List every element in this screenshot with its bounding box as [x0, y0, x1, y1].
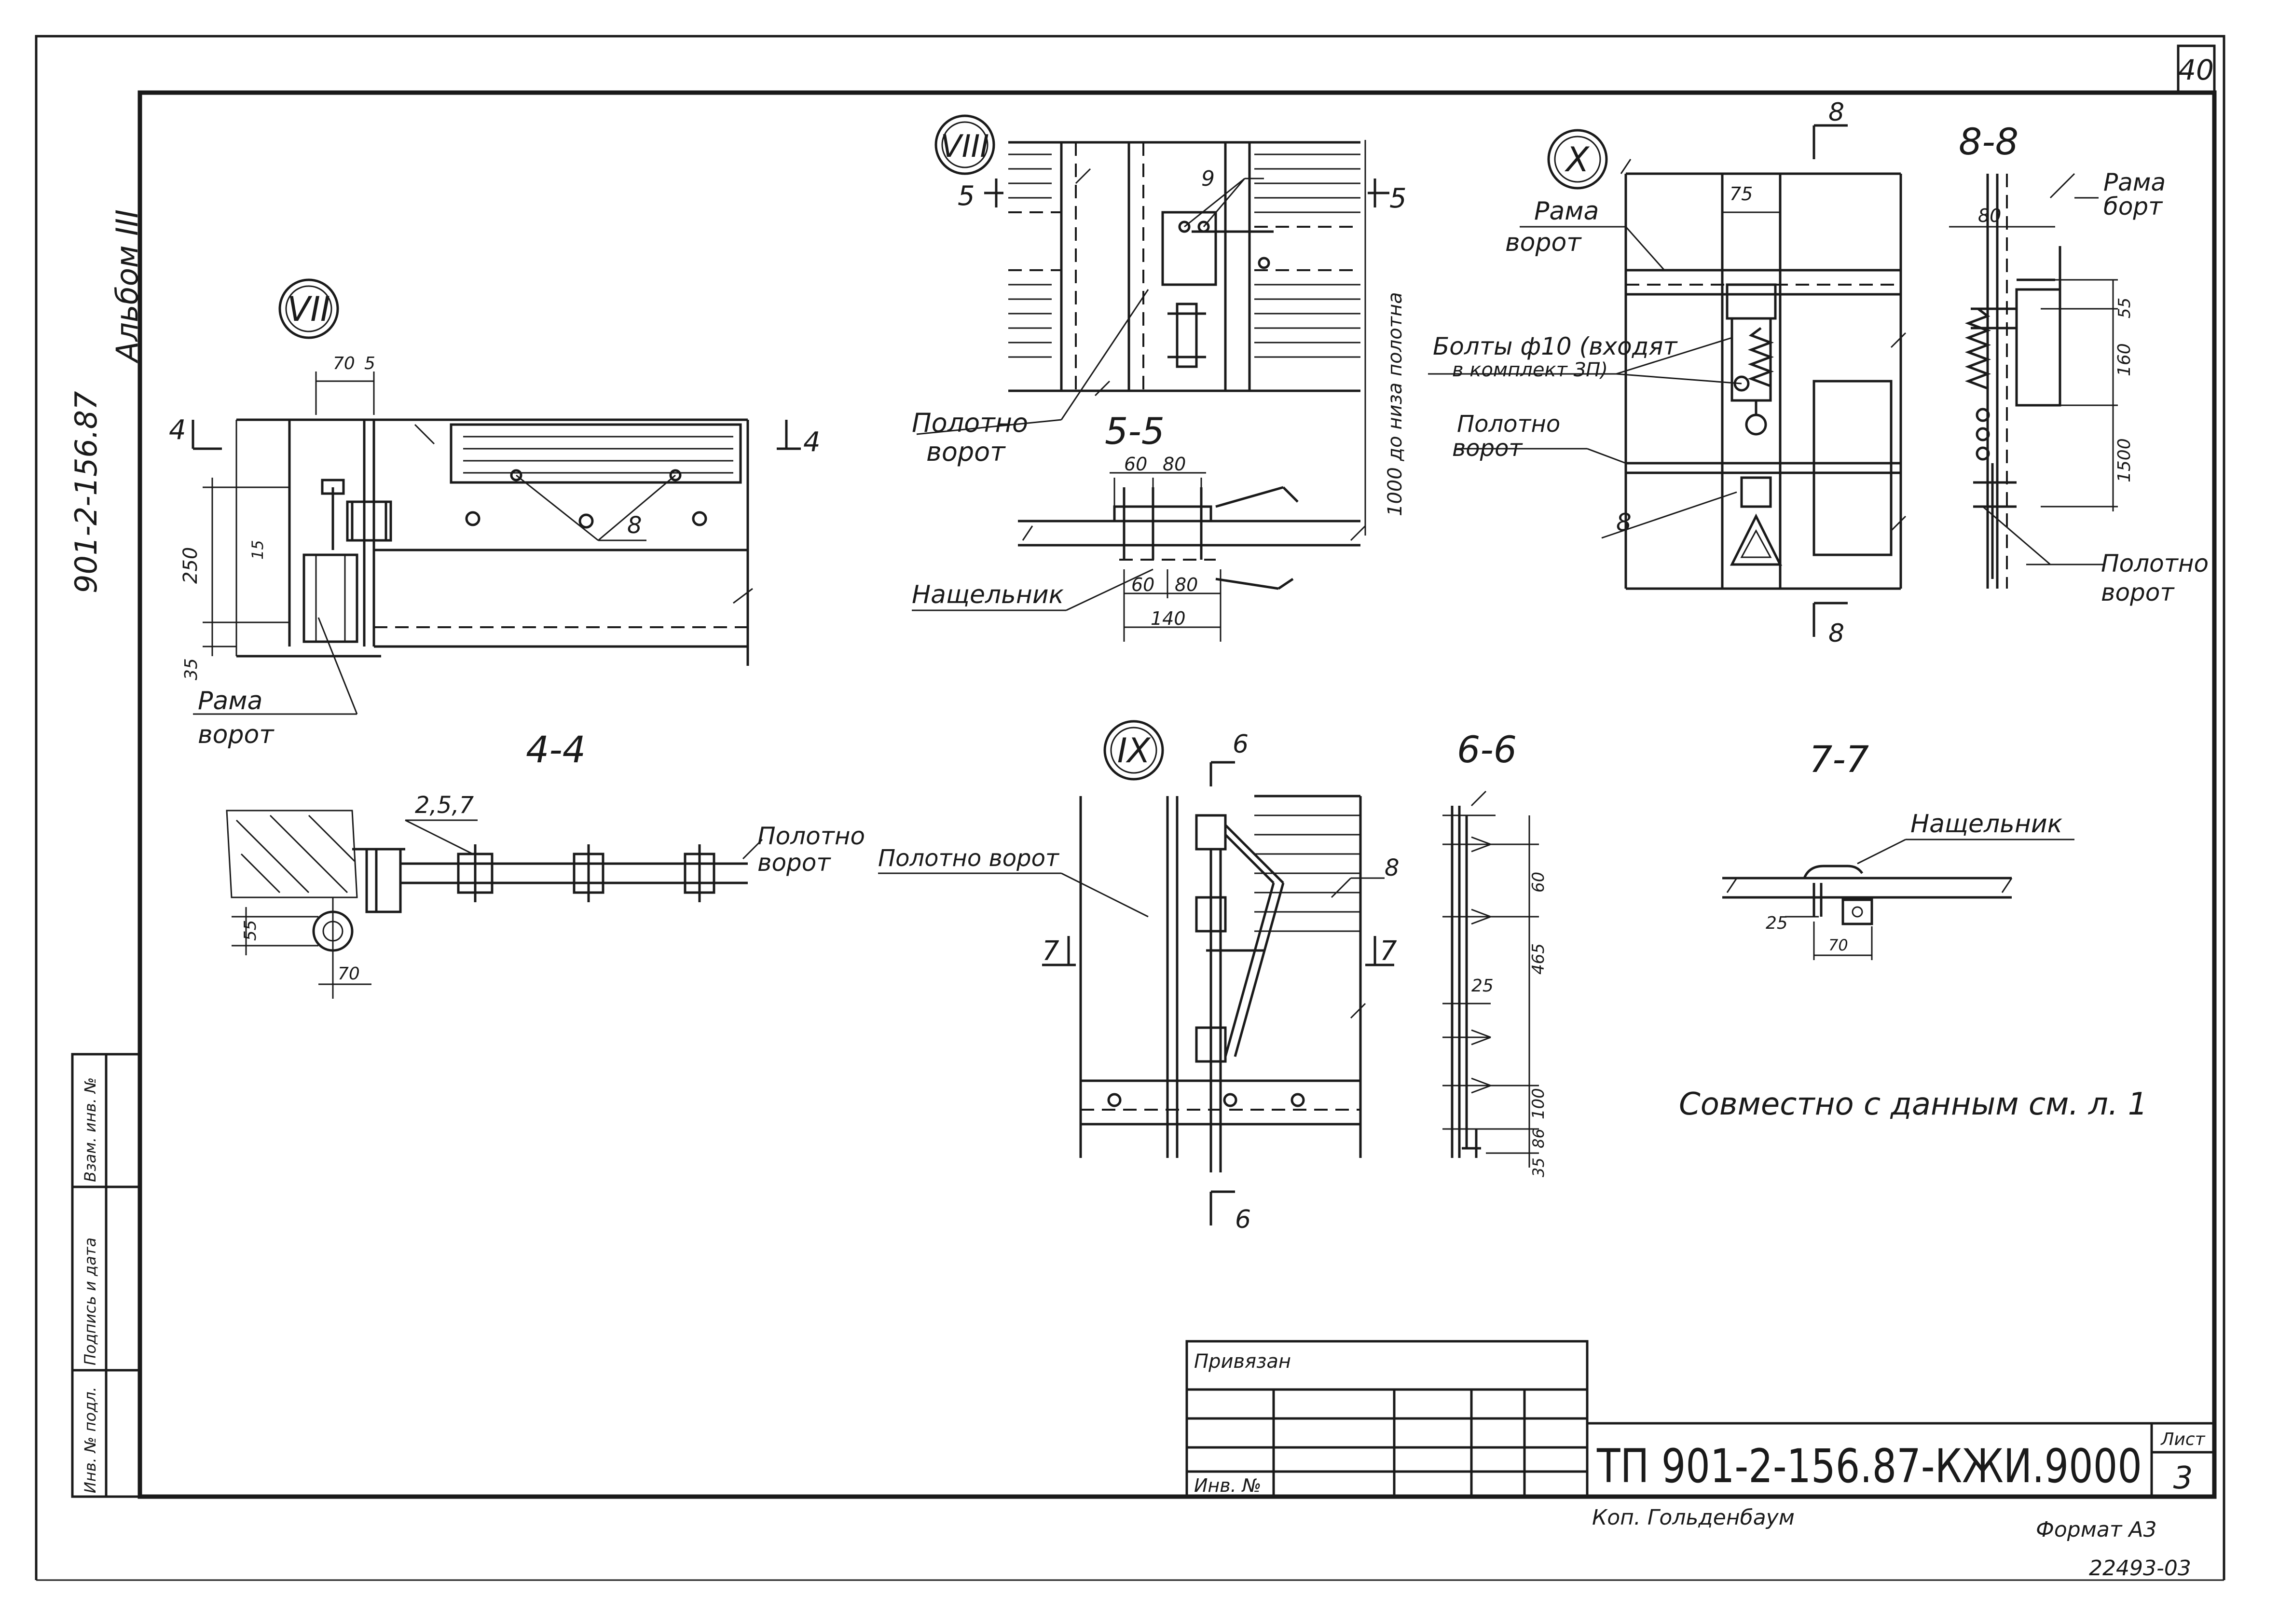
section-6-6-title: 6-6	[1457, 728, 1517, 771]
section-5-5-drawing	[912, 472, 1366, 642]
node-x-dim-75: 75	[1730, 183, 1753, 205]
section-4-4-title: 4-4	[526, 728, 586, 771]
node-viii-ribs	[1008, 153, 1360, 358]
node-ix-cut-7-left: 7	[1042, 936, 1059, 967]
section-6-6-drawing	[1442, 790, 1539, 1168]
section-5-5-dim-80-top: 80	[1163, 454, 1186, 475]
section-8-8-drawing	[1949, 173, 2118, 589]
node-viii-label-polotno: Полотно	[912, 408, 1028, 438]
section-5-5-dim-80-bottom: 80	[1175, 574, 1198, 595]
section-4-4-dim-70: 70	[338, 964, 360, 984]
side-stamp-col1: Инв. № подл.	[81, 1387, 99, 1493]
node-vii-cut-left: 4	[169, 414, 186, 446]
archive-number: 22493-03	[2089, 1556, 2191, 1581]
title-privyazan: Привязан	[1194, 1350, 1291, 1373]
node-viii-symbol: VIII	[941, 129, 989, 165]
node-ix-symbol: IX	[1117, 731, 1152, 771]
copy-note: Коп. Гольденбаум	[1592, 1505, 1795, 1530]
node-ix-ribs	[1254, 814, 1360, 932]
node-vii-dim-70: 70	[333, 354, 355, 373]
sheet-frame	[35, 35, 2225, 1581]
section-8-8-dim-1500: 1500	[2114, 438, 2134, 482]
node-vii-dim-5: 5	[364, 354, 375, 373]
section-7-7-drawing	[1722, 839, 2074, 960]
node-ix-label-polotno: Полотно ворот	[878, 845, 1060, 872]
corner-number: 40	[2178, 54, 2214, 86]
section-8-8-label-rama: Рама	[2103, 168, 2166, 196]
node-viii-drawing	[916, 114, 1389, 536]
node-x-symbol: X	[1564, 140, 1590, 179]
node-viii-cut-left: 5	[958, 180, 975, 212]
side-stamp-col2: Подпись и дата	[81, 1238, 99, 1365]
album-label: Альбом III	[110, 209, 145, 364]
node-x-label-polotno: Полотно	[1457, 411, 1560, 438]
section-8-8-label-polotno2: ворот	[2101, 578, 2175, 606]
section-7-7-label-nashch: Нащельник	[1910, 810, 2063, 839]
bottom-note: Совместно с данным см. л. 1	[1679, 1087, 2147, 1122]
section-5-5-dim-60-bottom: 60	[1131, 574, 1154, 595]
section-6-6-dim-35: 35	[1529, 1157, 1548, 1177]
node-x-cut-bottom: 8	[1828, 619, 1844, 648]
section-5-5-dim-140: 140	[1151, 608, 1186, 629]
node-ix-drawing	[878, 720, 1394, 1225]
section-8-8-title: 8-8	[1959, 120, 2018, 163]
node-vii-drawing	[192, 278, 801, 715]
title-inv-no: Инв. №	[1194, 1475, 1261, 1496]
section-5-5-dim-60-top: 60	[1124, 454, 1147, 475]
node-x-drawing	[1428, 124, 1907, 637]
section-6-6-dim-60: 60	[1529, 872, 1548, 893]
node-vii-label-rama: Рама	[198, 687, 262, 716]
section-8-8-dim-55: 55	[2115, 298, 2134, 318]
section-6-6-anchors	[1442, 814, 1496, 1130]
format-note: Формат А3	[2036, 1517, 2157, 1542]
section-5-5-label-nashch: Нащельник	[912, 580, 1064, 609]
section-4-4-drawing	[226, 810, 763, 999]
node-vii-dim-250: 250	[179, 547, 202, 584]
node-ix-pos-8: 8	[1385, 854, 1400, 881]
node-ix-cut-7-right: 7	[1380, 936, 1397, 967]
node-vii-pos-8: 8	[627, 512, 642, 539]
node-x-label-polotno2: ворот	[1452, 435, 1523, 462]
node-viii-cut-right: 5	[1389, 183, 1407, 214]
title-block	[1185, 1340, 2216, 1498]
section-6-6-dim-25: 25	[1471, 976, 1494, 996]
section-6-6-dim-465: 465	[1529, 943, 1548, 975]
section-7-7-title: 7-7	[1809, 738, 1869, 781]
section-4-4-label-polotno2: ворот	[757, 849, 831, 877]
title-list-no: 3	[2173, 1460, 2193, 1496]
project-side-label: 901-2-156.87	[69, 391, 104, 593]
section-4-4-dim-55: 55	[241, 920, 260, 941]
node-ix-cut-bottom: 6	[1235, 1205, 1251, 1234]
section-7-7-dim-25: 25	[1766, 913, 1788, 933]
node-vii-dim-15: 15	[248, 540, 267, 560]
node-vii-label-rama2: ворот	[198, 720, 275, 749]
section-5-5-title: 5-5	[1105, 410, 1165, 453]
node-viii-label-polotno2: ворот	[926, 437, 1006, 467]
node-x-pos-8: 8	[1616, 509, 1632, 537]
node-vii-cut-right: 4	[803, 427, 821, 458]
node-viii-vertical-note: 1000 до низа полотна	[1384, 292, 1406, 516]
section-8-8-dim-160: 160	[2114, 343, 2134, 376]
node-x-label-bolts2: в комплект ЗП)	[1452, 359, 1608, 381]
section-8-8-label-polotno: Полотно	[2101, 550, 2209, 578]
node-vii-dim-35: 35	[181, 658, 201, 680]
node-vii-symbol: VII	[287, 289, 330, 329]
title-code: ТП 901-2-156.87-КЖИ.9000	[1596, 1439, 2142, 1493]
side-stamp-col3: Взам. инв. №	[81, 1077, 99, 1182]
node-x-label-bolts: Болты ф10 (входят	[1433, 332, 1678, 360]
section-8-8-label-rama2: борт	[2103, 193, 2163, 220]
section-8-8-dim-80: 80	[1978, 205, 2001, 226]
node-x-label-rama: Рама	[1534, 197, 1599, 226]
node-ix-cut-top: 6	[1233, 730, 1249, 759]
title-list-label: Лист	[2160, 1430, 2205, 1449]
node-x-cut-top: 8	[1828, 98, 1844, 127]
section-4-4-pos: 2,5,7	[415, 792, 474, 819]
section-6-6-dim-100: 100	[1529, 1088, 1548, 1119]
node-x-label-rama2: ворот	[1505, 228, 1582, 257]
section-4-4-label-polotno: Полотно	[757, 822, 865, 850]
section-6-6-dim-86: 86	[1529, 1129, 1548, 1148]
node-viii-pos-9: 9	[1201, 166, 1215, 191]
section-7-7-dim-70: 70	[1828, 936, 1848, 954]
